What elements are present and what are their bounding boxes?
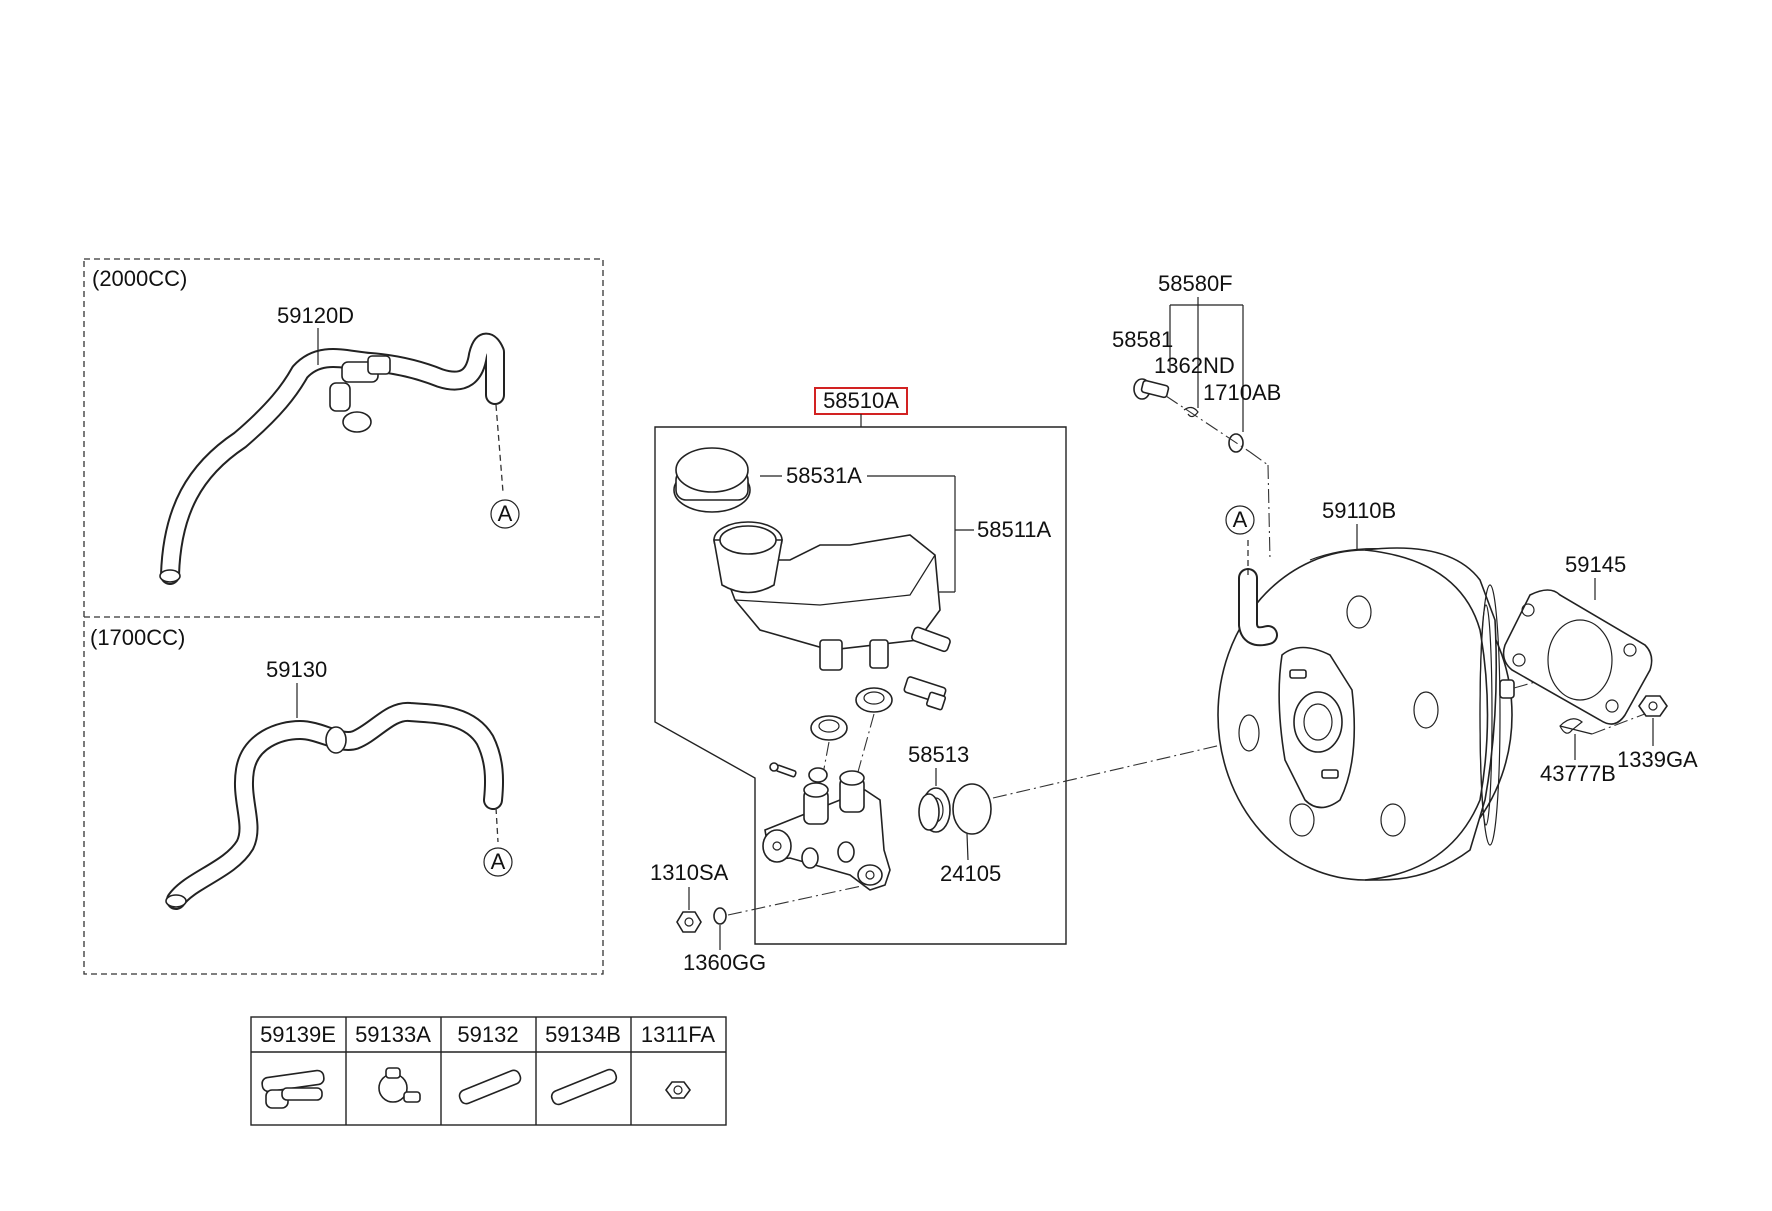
master-cylinder-body[interactable] [762,767,891,891]
table-header-59132[interactable]: 59132 [457,1022,518,1047]
hose-connector-icon [261,1069,325,1109]
nut-icon [665,1081,691,1099]
part-label-1360gg[interactable]: 1360GG [683,950,766,975]
part-label-59130[interactable]: 59130 [266,657,327,682]
connector-a-marker-1700: A [483,847,513,877]
brake-booster[interactable] [1217,547,1513,881]
group-label-1700cc: (1700CC) [90,625,185,650]
part-label-58510a[interactable]: 58510A [823,388,899,413]
part-label-24105[interactable]: 24105 [940,861,1001,886]
part-label-58581[interactable]: 58581 [1112,327,1173,352]
level-sensor-plug[interactable] [903,676,947,711]
clip-pin[interactable] [1183,406,1199,418]
snap-pin[interactable] [1559,718,1593,735]
part-label-59145[interactable]: 59145 [1565,552,1626,577]
part-label-1339ga[interactable]: 1339GA [1617,747,1698,772]
part-label-58513[interactable]: 58513 [908,742,969,767]
connector-leader-1700 [495,807,499,843]
part-label-58511a[interactable]: 58511A [977,517,1052,542]
hose-variant-panels: (2000CC) (1700CC) [83,258,604,975]
table-header-59133a[interactable]: 59133A [355,1022,431,1047]
part-label-43777b[interactable]: 43777B [1540,761,1616,786]
long-tube-icon [550,1068,618,1106]
part-label-59120d[interactable]: 59120D [277,303,354,328]
short-tube-icon [458,1069,522,1105]
part-label-1310sa[interactable]: 1310SA [650,860,729,885]
booster-gasket[interactable] [1502,589,1653,725]
part-label-58531a[interactable]: 58531A [786,463,862,488]
part-label-58580f[interactable]: 58580F [1158,271,1233,296]
connector-a-marker-booster: A [1225,505,1255,535]
table-header-59139e[interactable]: 59139E [260,1022,336,1047]
connector-leader-2000 [495,404,504,493]
fluid-reservoir[interactable] [713,521,951,671]
o-ring[interactable] [952,783,992,835]
part-label-59110b[interactable]: 59110B [1322,498,1396,523]
vacuum-hose-2000cc[interactable] [159,332,505,585]
master-cylinder-callout[interactable]: 58510A [814,387,908,427]
mounting-nut-right[interactable] [1638,695,1668,717]
part-label-1710ab[interactable]: 1710AB [1203,380,1281,405]
table-header-59134b[interactable]: 59134B [545,1022,621,1047]
clevis-pin[interactable] [1133,378,1170,400]
reservoir-grommets[interactable] [810,687,893,741]
connector-a-marker-2000: A [490,499,520,529]
mounting-washer-left[interactable] [713,907,727,925]
cylinder-seal[interactable] [918,787,951,833]
part-label-1362nd[interactable]: 1362ND [1154,353,1235,378]
master-cylinder-frame [654,426,1067,945]
svg-text:A: A [498,501,513,526]
svg-text:A: A [1233,507,1248,532]
group-label-2000cc: (2000CC) [92,266,187,291]
table-header-1311fa[interactable]: 1311FA [641,1022,716,1047]
vacuum-hose-1700cc[interactable] [165,701,504,910]
svg-text:A: A [491,849,506,874]
mounting-nut-left[interactable] [676,911,702,933]
reservoir-cap[interactable] [673,447,751,513]
booster-pushrod[interactable] [1499,679,1515,699]
check-valve-icon [378,1067,421,1103]
parts-table: 59139E 59133A 59132 59134B 1311FA [250,1016,727,1126]
bleeder-screw[interactable] [769,762,797,778]
assembly-axis-line [992,721,1321,799]
